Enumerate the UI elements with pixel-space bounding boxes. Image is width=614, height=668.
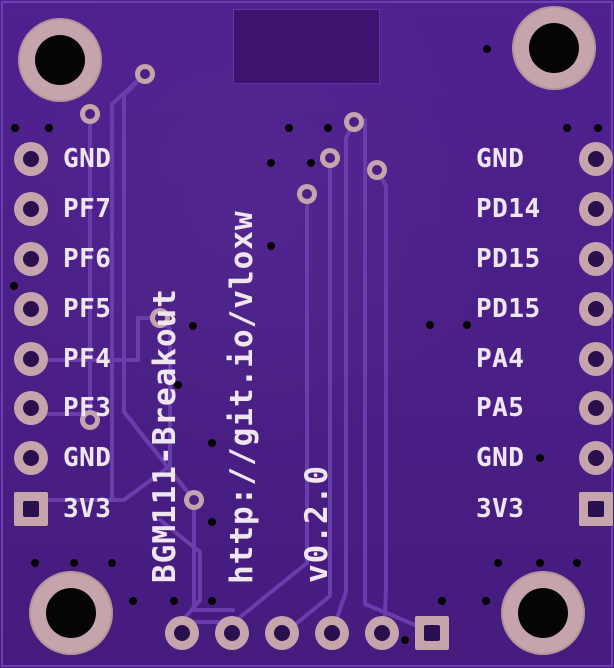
left-pin-4: PF5 [14, 292, 111, 326]
mounting-hole-top-left [18, 18, 102, 102]
left-pin-label-3: PF6 [63, 244, 112, 274]
left-pad-3[interactable] [14, 242, 48, 276]
left-pin-label-7: GND [63, 443, 112, 473]
left-pad-8[interactable] [14, 492, 48, 526]
mounting-hole-bottom-right [501, 571, 585, 655]
right-pin-8: 3V3 [476, 492, 613, 526]
left-pin-1: GND [14, 142, 111, 176]
right-pin-4: PD15 [476, 292, 613, 326]
bottom-header [165, 616, 449, 650]
left-pin-7: GND [14, 441, 111, 475]
left-pad-2[interactable] [14, 192, 48, 226]
bottom-pad-1[interactable] [165, 616, 199, 650]
right-pin-label-5: PA4 [476, 344, 525, 374]
left-pad-6[interactable] [14, 391, 48, 425]
mounting-hole-bottom-left [29, 571, 113, 655]
right-pin-label-1: GND [476, 144, 525, 174]
left-pin-2: PF7 [14, 192, 111, 226]
bottom-pad-6[interactable] [415, 616, 449, 650]
right-pad-4[interactable] [579, 292, 613, 326]
bottom-pad-2[interactable] [215, 616, 249, 650]
right-pin-label-3: PD15 [476, 244, 541, 274]
right-pad-1[interactable] [579, 142, 613, 176]
antenna-keepout-area [233, 9, 380, 84]
left-pin-5: PF4 [14, 342, 111, 376]
left-pad-5[interactable] [14, 342, 48, 376]
left-pin-label-8: 3V3 [63, 494, 112, 524]
right-pad-8[interactable] [579, 492, 613, 526]
left-pin-6: PF3 [14, 391, 111, 425]
right-pin-2: PD14 [476, 192, 613, 226]
left-pin-8: 3V3 [14, 492, 111, 526]
board-version-label: v0.2.0 [299, 465, 335, 583]
left-pad-4[interactable] [14, 292, 48, 326]
left-pin-label-5: PF4 [63, 344, 112, 374]
board-name-label: BGM111-Breakout [147, 288, 183, 583]
right-pin-label-4: PD15 [476, 294, 541, 324]
right-pad-3[interactable] [579, 242, 613, 276]
left-pad-1[interactable] [14, 142, 48, 176]
board-url-label: http://git.io/vloxw [224, 210, 260, 584]
right-pad-2[interactable] [579, 192, 613, 226]
right-pad-5[interactable] [579, 342, 613, 376]
mounting-hole-top-right [512, 6, 596, 90]
right-pad-6[interactable] [579, 391, 613, 425]
left-pin-label-6: PF3 [63, 393, 112, 423]
right-pin-5: PA4 [476, 342, 613, 376]
left-pin-label-1: GND [63, 144, 112, 174]
bottom-pad-3[interactable] [265, 616, 299, 650]
left-pin-label-2: PF7 [63, 194, 112, 224]
bottom-pad-4[interactable] [315, 616, 349, 650]
right-pin-label-8: 3V3 [476, 494, 525, 524]
right-pad-7[interactable] [579, 441, 613, 475]
right-pin-1: GND [476, 142, 613, 176]
right-pin-7: GND [476, 441, 613, 475]
bottom-pad-5[interactable] [365, 616, 399, 650]
right-pin-label-6: PA5 [476, 393, 525, 423]
right-pin-6: PA5 [476, 391, 613, 425]
right-pin-3: PD15 [476, 242, 613, 276]
right-pin-label-7: GND [476, 443, 525, 473]
left-pin-label-4: PF5 [63, 294, 112, 324]
left-pin-3: PF6 [14, 242, 111, 276]
left-pad-7[interactable] [14, 441, 48, 475]
right-pin-label-2: PD14 [476, 194, 541, 224]
